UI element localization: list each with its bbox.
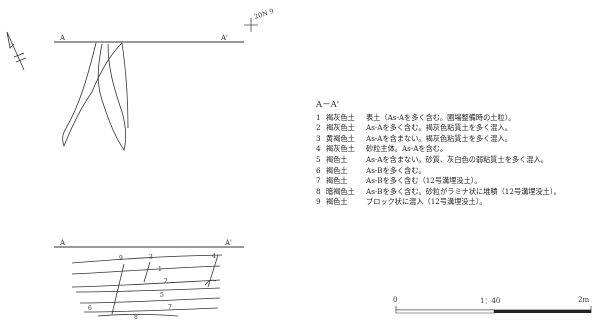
plan-label-a: A [59,34,66,42]
legend-layer-number: 2 [316,123,321,133]
legend-description: 表土（As-Aを多く含む。圃場整備時の土粒）。 [366,112,516,122]
legend-soil-name: 褐色土 [326,197,348,207]
legend-description: As-Bを多く含む（12号溝埋没土）。 [366,176,482,186]
legend-row: 4 褐灰色土 砂粒主体。As-Aを含む。 [316,144,588,155]
legend-row: 9 褐色土 ブロック状に混入（12号溝埋没土）。 [316,197,588,208]
legend-layer-number: 3 [316,133,321,143]
north-arrow-icon [6,31,27,71]
legend-soil-name: 褐灰色土 [326,112,355,122]
legend-soil-name: 褐色土 [326,176,348,186]
legend-heading: A－A' [316,100,340,110]
layer-number: 3 [149,254,153,261]
scale-start-label: 0 [393,296,398,304]
legend-description: As-Aを含まない。砂質、灰白色の弱粘質土を多く混入。 [366,154,548,164]
legend-soil-name: 褐色土 [326,154,348,164]
section-layer-numbers: 9 3 4 1 2 5 6 7 8 [88,253,216,320]
legend-layer-number: 9 [316,197,321,207]
layer-number: 2 [164,278,168,285]
layer-number: 7 [168,304,172,311]
legend-row: 2 褐灰色土 As-Aを多く含む。褐灰色粘質土を多く混入。 [316,123,588,134]
legend-row: 5 褐色土 As-Aを含まない。砂質、灰白色の弱粘質土を多く混入。 [316,155,588,166]
legend-soil-name: 黄褐色土 [326,133,355,143]
grid-cross-icon [244,18,258,32]
legend-row: 8 暗褐色土 As-Bを多く含む。砂粒がラミナ状に堆積（12号溝埋没土）。 [316,187,588,198]
grid-ref-label: 20N 9 [253,7,275,21]
scale-bar [395,306,592,314]
section-view [54,246,244,317]
layer-legend: A－A' 1 褐灰色土 表土（As-Aを多く含む。圃場整備時の土粒）。 2 褐灰色土 As… [316,100,588,208]
legend-layer-number: 4 [316,144,321,154]
legend-row: 7 褐色土 As-Bを多く含む（12号溝埋没土）。 [316,176,588,187]
legend-rows: 1 褐灰色土 表土（As-Aを多く含む。圃場整備時の土粒）。 2 褐灰色土 As-Aを多く… [316,113,588,208]
layer-number: 8 [134,314,138,320]
layer-number: 9 [119,255,123,262]
legend-description: ブロック状に混入（12号溝埋没土）。 [366,197,487,207]
legend-layer-number: 1 [316,112,321,122]
legend-description: 砂粒主体。As-Aを含む。 [366,144,448,154]
scale-end-label: 2m [578,296,590,304]
legend-soil-name: 褐色土 [326,165,348,175]
legend-soil-name: 暗褐色土 [326,186,355,196]
legend-soil-name: 褐灰色土 [326,123,355,133]
legend-description: As-Bを多く含む。砂粒がラミナ状に堆積（12号溝埋没土）。 [366,186,561,196]
legend-layer-number: 8 [316,186,321,196]
legend-layer-number: 6 [316,165,321,175]
legend-row: 1 褐灰色土 表土（As-Aを多く含む。圃場整備時の土粒）。 [316,113,588,124]
section-label-a-prime: A' [224,239,232,247]
scale-ratio-label: 1：40 [480,297,501,305]
plan-label-a-prime: A' [220,34,228,42]
layer-number: 5 [160,292,164,299]
section-label-a: A [59,239,66,247]
layer-number: 4 [212,253,216,260]
legend-description: As-Aを多く含む。褐灰色粘質土を多く混入。 [366,123,512,133]
legend-soil-name: 褐灰色土 [326,144,355,154]
plan-view [54,41,244,151]
legend-row: 6 褐色土 As-Bを多く含む。 [316,166,588,177]
legend-description: As-Aを含まない。褐灰色粘質土を多く混入。 [366,133,512,143]
legend-layer-number: 5 [316,154,321,164]
layer-number: 1 [158,266,162,273]
legend-description: As-Bを多く含む。 [366,165,426,175]
legend-row: 3 黄褐色土 As-Aを含まない。褐灰色粘質土を多く混入。 [316,134,588,145]
legend-layer-number: 7 [316,176,321,186]
layer-number: 6 [88,305,92,312]
